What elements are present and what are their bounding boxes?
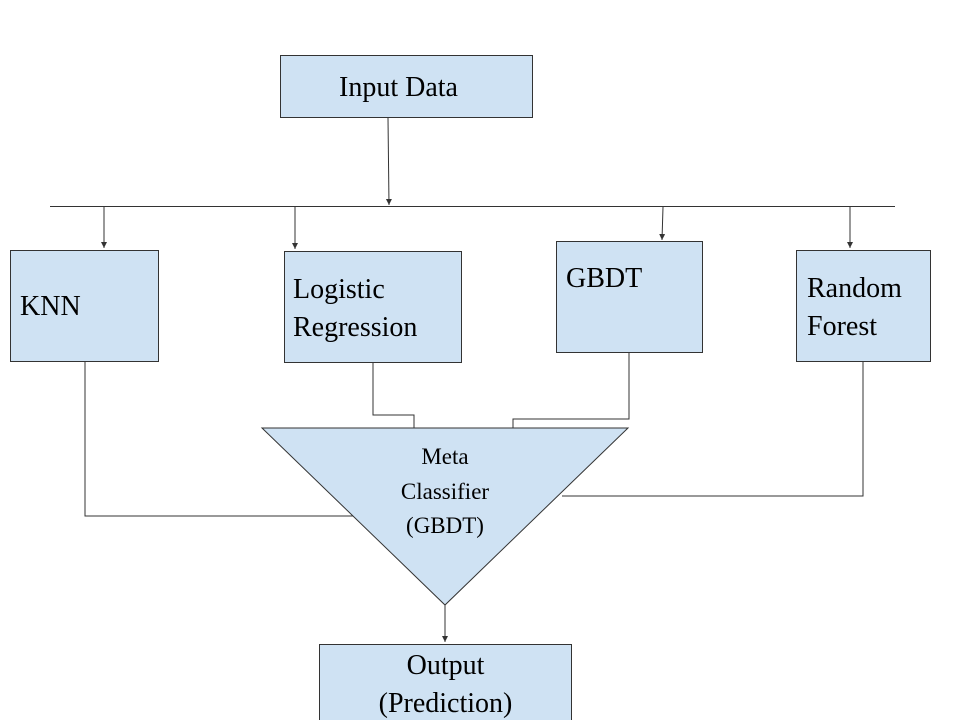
knn-label: KNN [20,291,81,322]
random-forest-label-line-2: Forest [807,311,877,342]
input-to-bus-arrow [385,117,392,206]
input-data-label: Input Data [339,72,458,103]
gbdt-label: GBDT [566,263,643,294]
logistic-regression-box: Logistic Regression [284,251,462,363]
random-forest-box: Random Forest [796,250,931,362]
bus-to-gbdt-arrow [659,206,666,241]
logistic-regression-label-line-1: Logistic [293,274,385,305]
meta-classifier-label-line-1: Meta [421,444,469,469]
random-forest-to-meta-connector [562,362,864,497]
meta-classifier-triangle [260,427,630,606]
meta-classifier-label-line-3: (GBDT) [406,513,484,538]
meta-classifier-label-line-2: Classifier [400,478,490,504]
knn-to-meta-connector [84,362,357,517]
random-forest-label-line-1: Random [807,273,902,304]
meta-classifier-label: Meta Classifier (GBDT) [345,440,545,544]
gbdt-box: GBDT [556,241,703,353]
gbdt-to-meta-connector [512,353,630,429]
logistic-regression-to-meta-connector [372,362,415,429]
output-label-line-1: Output [406,650,485,681]
logistic-regression-label-line-2: Regression [293,312,418,343]
input-data-box: Input Data [280,55,533,118]
output-label-line-2: (Prediction) [378,688,513,719]
knn-box: KNN [10,250,159,362]
output-box: Output (Prediction) [319,644,572,720]
